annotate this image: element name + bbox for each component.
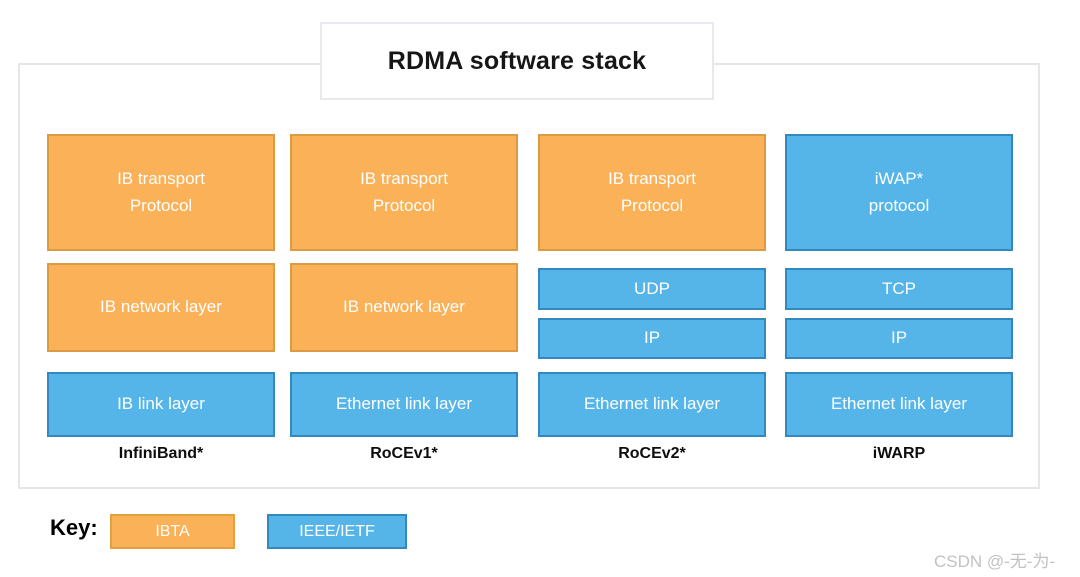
box-ib-network-layer: IB network layer bbox=[47, 263, 275, 352]
box-iwap-protocol: iWAP* protocol bbox=[785, 134, 1013, 251]
box-ip: IP bbox=[785, 318, 1013, 359]
box-ib-link-layer: IB link layer bbox=[47, 372, 275, 437]
box-ib-transport-protocol: IB transport Protocol bbox=[47, 134, 275, 251]
box-ib-transport-protocol: IB transport Protocol bbox=[290, 134, 518, 251]
key-swatch-ibta: IBTA bbox=[110, 514, 235, 549]
key-swatch-ieee-ietf: IEEE/IETF bbox=[267, 514, 407, 549]
stack-column-infiniband: IB transport Protocol IB network layer I… bbox=[47, 134, 275, 479]
column-label-iwarp: iWARP bbox=[872, 445, 926, 462]
stack-column-iwarp: iWAP* protocol TCP IP Ethernet link laye… bbox=[785, 134, 1013, 479]
diagram-title: RDMA software stack bbox=[387, 46, 647, 75]
csdn-watermark: CSDN @-无-为- bbox=[934, 552, 1056, 571]
box-ethernet-link-layer: Ethernet link layer bbox=[290, 372, 518, 437]
box-ethernet-link-layer: Ethernet link layer bbox=[538, 372, 766, 437]
box-udp: UDP bbox=[538, 268, 766, 310]
column-label-rocev2: RoCEv2* bbox=[618, 445, 686, 462]
diagram-title-box: RDMA software stack bbox=[320, 22, 714, 100]
column-label-rocev1: RoCEv1* bbox=[370, 445, 438, 462]
stack-column-rocev1: IB transport Protocol IB network layer E… bbox=[290, 134, 518, 479]
box-tcp: TCP bbox=[785, 268, 1013, 310]
box-ip: IP bbox=[538, 318, 766, 359]
box-ib-transport-protocol: IB transport Protocol bbox=[538, 134, 766, 251]
key-label: Key: bbox=[50, 515, 98, 540]
box-ethernet-link-layer: Ethernet link layer bbox=[785, 372, 1013, 437]
column-label-infiniband: InfiniBand* bbox=[118, 445, 204, 462]
stack-column-rocev2: IB transport Protocol UDP IP Ethernet li… bbox=[538, 134, 766, 479]
box-ib-network-layer: IB network layer bbox=[290, 263, 518, 352]
